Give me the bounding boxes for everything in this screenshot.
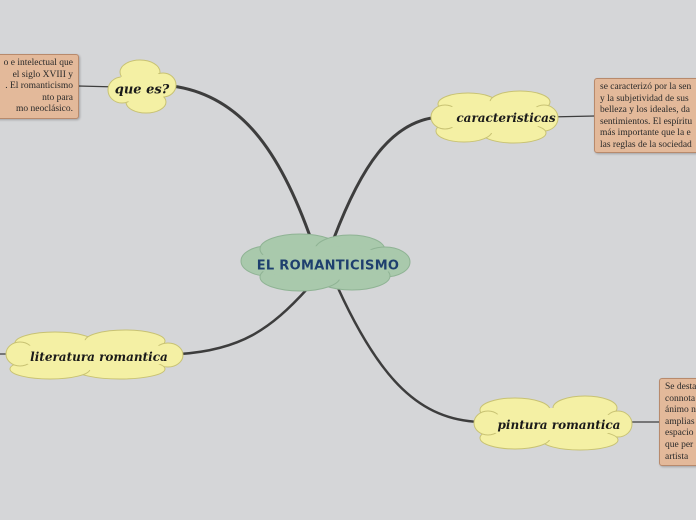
topic-label-literatura: literatura romantica (30, 350, 168, 364)
central-topic-label: EL ROMANTICISMO (256, 258, 400, 274)
topic-shape-pintura[interactable] (473, 395, 633, 451)
connector-caracteristicas (332, 115, 442, 240)
topic-label-caracteristicas: caracteristicas (456, 111, 556, 125)
topic-shape-literatura[interactable] (5, 329, 184, 380)
central-topic-shape[interactable] (240, 233, 411, 292)
note-que-es[interactable]: o e intelectual que el siglo XVIII y . E… (0, 54, 79, 119)
note-caracteristicas[interactable]: se caracterizó por la sen y la subjetivi… (594, 78, 696, 153)
connector-literatura (178, 286, 310, 356)
note-pintura[interactable]: Se desta connota ánimo n amplias espacio… (659, 378, 696, 466)
topic-shape-que-es[interactable] (107, 59, 177, 114)
connector-pintura (336, 286, 482, 424)
topic-label-que-es: que es? (114, 82, 170, 98)
topic-label-pintura: pintura romantica (497, 418, 621, 432)
connector-que-es (170, 84, 314, 244)
topic-shape-caracteristicas[interactable] (430, 90, 559, 144)
